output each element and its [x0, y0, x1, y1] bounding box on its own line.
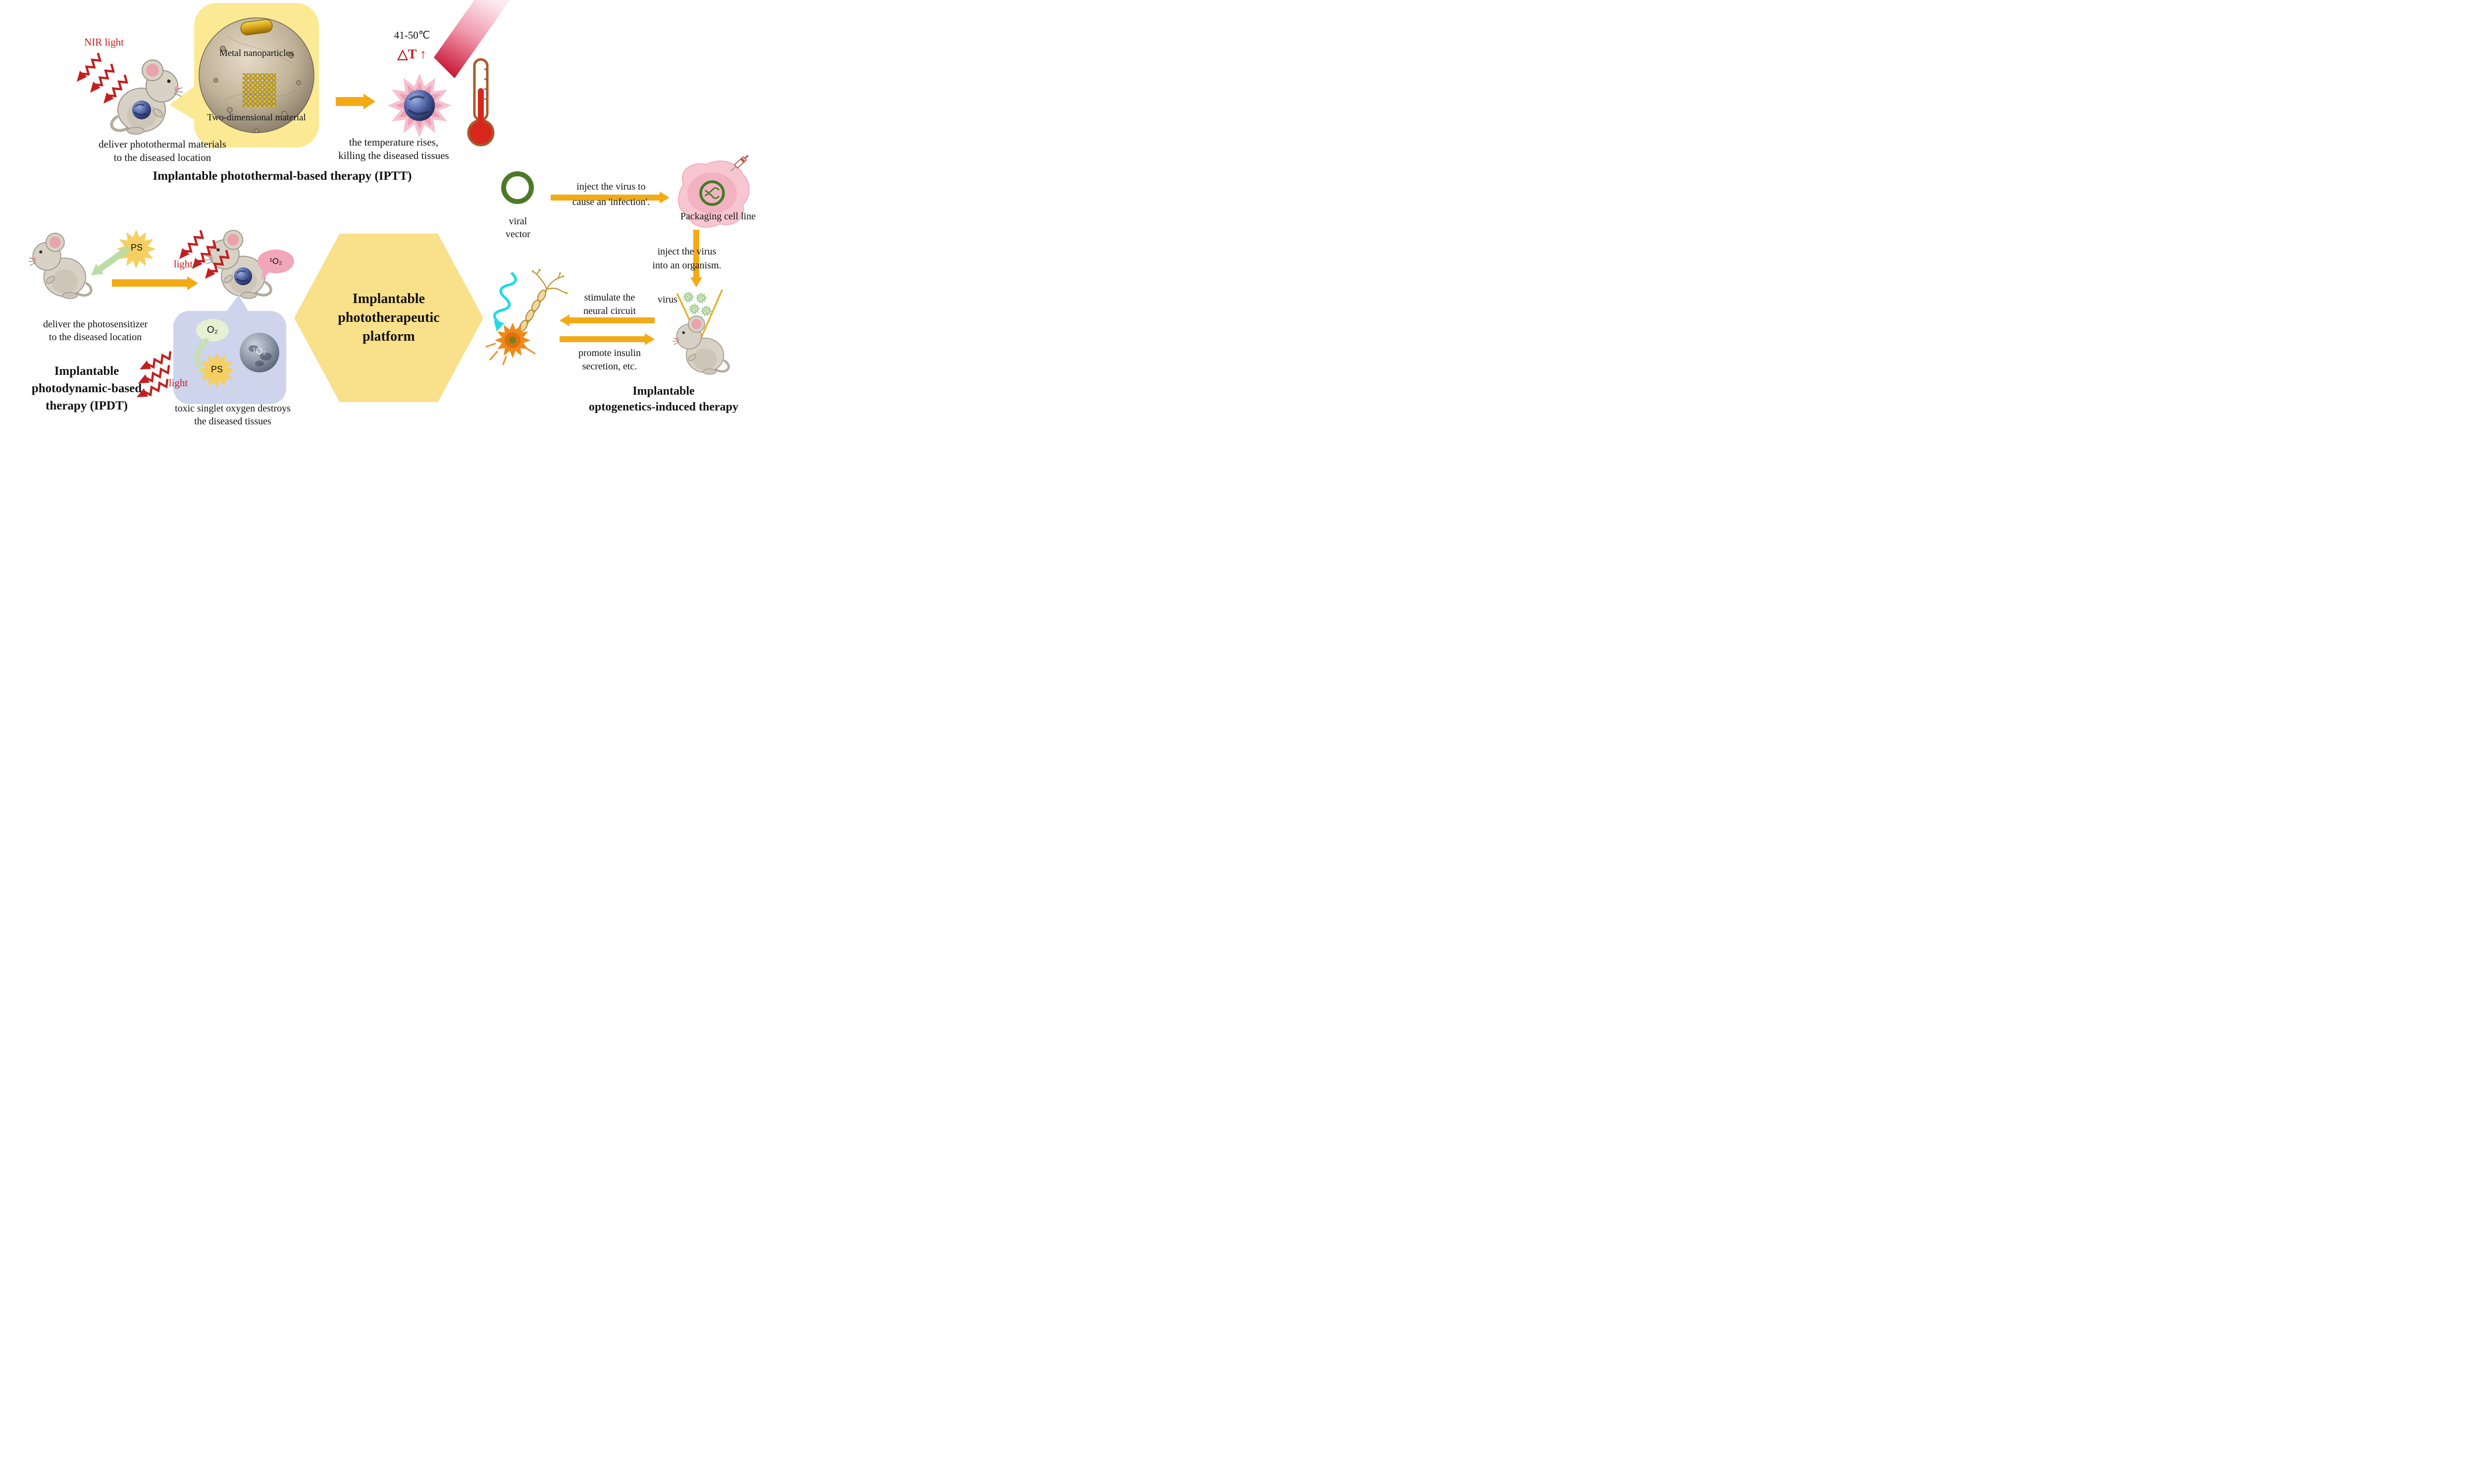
- ps-label: PS: [130, 243, 143, 253]
- packaging-cell-label: Packaging cell line: [680, 211, 756, 222]
- inject-infection-caption: inject the virus to cause an 'infection'…: [572, 181, 650, 207]
- implant-ipdt: [234, 267, 253, 286]
- packaging-cell-graphic: [678, 154, 750, 228]
- infection-arrow-right: [551, 195, 660, 201]
- ipdt-title: Implantable photodynamic-based therapy (…: [31, 364, 142, 412]
- neuron-graphic: [485, 268, 568, 365]
- syringe-icon: [730, 154, 749, 172]
- platform-label: Implantable phototherapeutic platform: [338, 291, 440, 344]
- iptt-deliver-caption: deliver photothermal materials to the di…: [99, 138, 226, 164]
- iptt-temperature-caption: the temperature rises, killing the disea…: [338, 136, 449, 162]
- stimulate-caption: stimulate the neural circuit: [583, 292, 636, 316]
- optical-stimulus-wave: [493, 271, 517, 332]
- platform-hexagon: Implantable phototherapeutic platform: [294, 234, 483, 402]
- light-beam-graphic: [434, 0, 510, 78]
- virus-label: virus: [658, 294, 677, 305]
- phototherapy-diagram: NIR light Metal nanoparticles Two-dimens…: [0, 0, 758, 429]
- metal-nanoparticles-label: Metal nanoparticles: [219, 48, 294, 58]
- viral-vector-label: viral vector: [506, 216, 530, 240]
- promote-caption: promote insulin secretion, etc.: [578, 348, 641, 372]
- iptt-arrow-right: [336, 97, 363, 106]
- singlet-oxygen-balloon: ¹O₂: [258, 250, 294, 273]
- mouse-iptt: [110, 57, 184, 137]
- implant-iptt: [132, 100, 152, 120]
- singlet-oxygen-balloon-label: ¹O₂: [269, 256, 282, 266]
- ipdt-arrow-right: [112, 279, 187, 287]
- nanoparticle-array-icon: [243, 73, 276, 107]
- temperature-range-label: 41-50℃: [394, 29, 430, 41]
- singlet-oxygen-sphere: [240, 333, 279, 372]
- ps-label-box: PS: [210, 364, 223, 374]
- nir-light-label: NIR light: [84, 36, 124, 48]
- mouse-opto: [671, 314, 730, 376]
- oxygen-label: O₂: [206, 325, 218, 335]
- diseased-cell-graphic: [199, 17, 314, 133]
- gold-nanorod-icon: [240, 19, 273, 36]
- viral-vector-ring: [501, 171, 534, 204]
- stimulate-arrow-left: [569, 317, 655, 323]
- mouse-ipdt-before: [27, 231, 93, 301]
- heated-tissue-starburst: [387, 73, 452, 138]
- iptt-title: Implantable photothermal-based therapy (…: [153, 169, 412, 183]
- thermometer-icon: [467, 58, 495, 147]
- promote-arrow-right: [560, 336, 645, 342]
- delta-t-label: △T ↑: [397, 47, 427, 61]
- ipdt-deliver-caption: deliver the photosensitizer to the disea…: [43, 319, 148, 343]
- oxygen-bubble: O₂: [196, 319, 229, 342]
- singlet-oxygen-sphere-label: ¹O₂: [253, 346, 266, 356]
- light-label-1: light: [173, 258, 193, 270]
- ipdt-toxic-caption: toxic singlet oxygen destroys the diseas…: [175, 403, 291, 427]
- light-label-2: light: [168, 377, 188, 389]
- inject-organism-caption: inject the virus into an organism.: [652, 246, 722, 271]
- organism-arrow-down: [693, 230, 699, 277]
- two-dimensional-material-label: Two-dimensional material: [207, 112, 306, 123]
- opto-title: Implantable optogenetics-induced therapy: [589, 385, 738, 414]
- ps-delivery-arrow: [91, 246, 130, 275]
